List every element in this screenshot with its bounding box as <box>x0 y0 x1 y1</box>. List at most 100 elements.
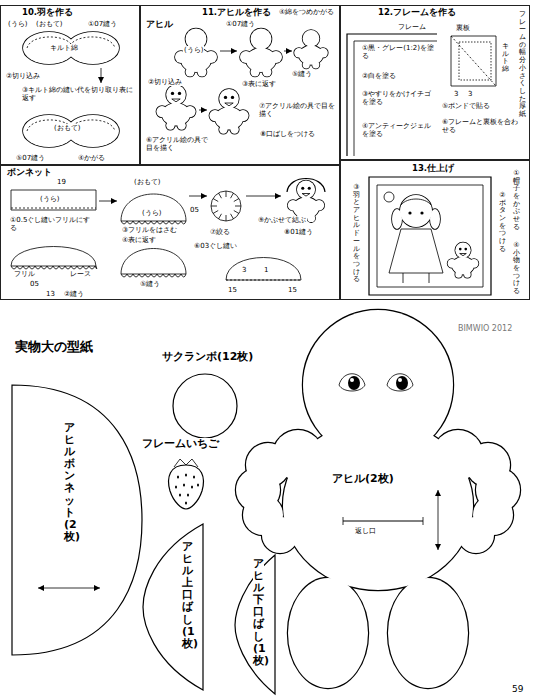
instruction-text: ④アンティークジェルを塗る <box>361 122 435 138</box>
instruction-text: ⑥フレームと裏板を合わせる <box>441 118 525 134</box>
shape-part <box>184 106 195 117</box>
duck-eye <box>224 96 227 99</box>
shape-part <box>262 517 298 553</box>
pattern-piece: サクランボ(12枚) <box>160 350 255 442</box>
instruction-text: ③フリルをはさむ <box>121 226 178 234</box>
instruction-text: ⑦絞る <box>209 228 231 236</box>
bonnet-on-duck <box>287 179 325 193</box>
duck-eye <box>308 187 311 190</box>
doll-hair <box>401 199 431 205</box>
pattern-piece: アヒル上口ばし(1枚) <box>140 522 206 692</box>
instruction-text: ③やすりをかけイチゴを塗る <box>361 90 435 106</box>
instruction-text: ②縫う <box>63 290 85 298</box>
instruction-text: ③羽とアヒルドールをつける <box>353 183 360 285</box>
duck-eye <box>459 248 462 251</box>
instruction-text: ⑥アクリル絵の具で目を描く <box>145 136 211 152</box>
shape-part <box>219 89 239 109</box>
instruction-text: ⑤縫う <box>139 280 161 288</box>
shape-part <box>156 106 167 117</box>
eye-highlight <box>398 378 402 382</box>
shape-part <box>307 214 315 222</box>
instruction-text: 3 <box>453 90 459 98</box>
instruction-text: (うら) <box>39 195 60 203</box>
doll-leg <box>403 273 404 283</box>
shape-part <box>230 125 238 133</box>
instruction-text: 15 <box>227 286 238 294</box>
strawberry-seed <box>197 483 199 486</box>
quilt-batting <box>459 42 491 80</box>
strawberry-seed <box>175 485 177 488</box>
instruction-text: (うら) <box>141 209 162 217</box>
button <box>384 192 394 202</box>
instruction-text: ⑦アクリル絵の具で目を描く <box>258 102 338 118</box>
instruction-text: (おもて) <box>35 20 63 28</box>
gather-line <box>231 193 234 198</box>
outline-group <box>240 29 282 77</box>
frame-corner <box>347 34 437 156</box>
shape-part <box>166 85 186 105</box>
shape-part <box>455 243 470 258</box>
instruction-text: ④表に返す <box>121 236 157 244</box>
shape-part <box>392 209 402 229</box>
shape-part <box>262 517 298 553</box>
instruction-text: 裏板 <box>455 24 471 32</box>
shape-part <box>455 271 462 278</box>
shape-part <box>237 110 248 121</box>
instruction-text: ②切り込み <box>147 78 183 86</box>
grain-arrow <box>38 588 100 589</box>
frill <box>121 274 186 277</box>
shape-part <box>263 68 272 77</box>
strawberry-seed <box>177 475 179 478</box>
shape-part <box>251 29 272 50</box>
instruction-text: (うら) <box>183 46 204 54</box>
shape-part <box>307 214 315 222</box>
shape-part <box>205 51 217 63</box>
instruction-text: 返し口 <box>354 527 377 535</box>
instruction-text: ①07縫う <box>225 20 256 28</box>
shape-part <box>430 209 440 229</box>
frame <box>369 177 491 295</box>
instruction-text: ①黒・グレー(1:2)を塗る <box>361 44 435 60</box>
instruction-text: ⑤縫う <box>291 70 313 78</box>
strawberry-seed <box>185 473 187 476</box>
instruction-text: ②ボタンをつける <box>499 191 506 255</box>
shape-part <box>230 125 238 133</box>
beak-pattern <box>235 555 275 694</box>
shape-part <box>400 195 432 227</box>
shape-part <box>198 68 207 77</box>
outline-group <box>23 115 119 147</box>
shape-part <box>294 48 304 58</box>
eye-pupil <box>348 376 360 390</box>
shape-part <box>400 195 432 227</box>
frill <box>11 266 97 269</box>
shape-part <box>448 259 457 268</box>
shape-part <box>314 200 324 210</box>
instruction-text: キルト綿 <box>49 44 79 52</box>
watermark: BIMWIO 2012 <box>458 324 512 333</box>
shape-part <box>177 121 185 129</box>
instruction-text: ④綿をつめかがる <box>278 8 338 16</box>
duck-beak <box>172 99 180 102</box>
back-board-fold <box>451 36 496 86</box>
bonnet-pattern <box>12 385 142 655</box>
gather-line <box>219 214 222 219</box>
step-heading: 12.フレームを作る <box>377 8 457 18</box>
instruction-text: ⑥03ぐし縫い <box>193 242 238 250</box>
doll-leg <box>429 273 430 283</box>
step-heading: 11.アヒルを作る <box>201 8 272 18</box>
eye-pupil <box>396 376 408 390</box>
shape-part <box>303 30 320 47</box>
instruction-text: 13 <box>45 290 56 298</box>
strawberry-pattern <box>169 465 204 509</box>
shape-part <box>464 271 471 278</box>
instruction-text: ⑧01縫う <box>283 228 314 236</box>
gather-line <box>235 206 241 207</box>
instruction-text: ⑧口ばしをつける <box>259 130 316 138</box>
page-number: 59 <box>512 684 523 694</box>
instruction-text: ③表に返す <box>241 80 277 88</box>
shape-part <box>166 121 174 129</box>
bonnet-piece <box>121 194 186 221</box>
duck-eye <box>231 96 234 99</box>
shape-part <box>198 68 207 77</box>
shape-part <box>303 61 310 68</box>
